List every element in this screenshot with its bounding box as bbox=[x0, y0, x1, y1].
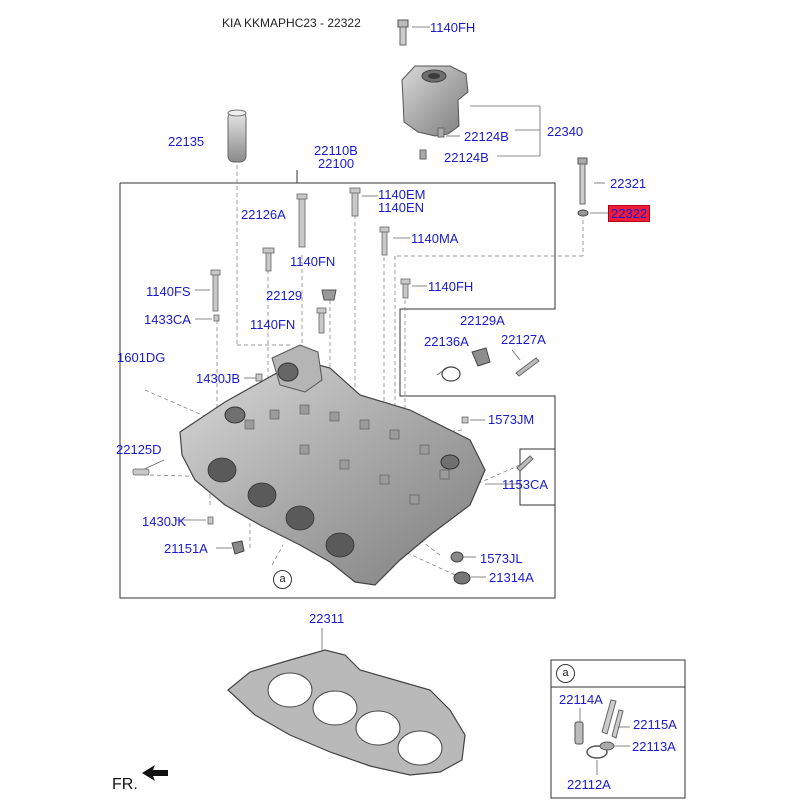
callout-a-inset: a bbox=[556, 664, 575, 683]
label-22124B-1[interactable]: 22124B bbox=[464, 129, 509, 144]
label-22135[interactable]: 22135 bbox=[168, 134, 205, 149]
label-22136A[interactable]: 22136A bbox=[424, 334, 469, 349]
label-22113A[interactable]: 22113A bbox=[632, 739, 676, 754]
label-1433CA[interactable]: 1433CA bbox=[144, 312, 191, 327]
assembly-frame bbox=[119, 170, 556, 599]
label-22110B[interactable]: 22110B bbox=[314, 143, 358, 158]
label-22129A[interactable]: 22129A bbox=[460, 313, 505, 328]
bolts-group bbox=[132, 187, 469, 525]
label-1140FH-top[interactable]: 1140FH bbox=[430, 20, 476, 35]
head-gasket-22311 bbox=[227, 649, 466, 776]
label-1573JL[interactable]: 1573JL bbox=[480, 551, 523, 566]
label-1140MA[interactable]: 1140MA bbox=[411, 231, 459, 246]
label-22125D[interactable]: 22125D bbox=[116, 442, 162, 457]
label-1140FH-mid[interactable]: 1140FH bbox=[428, 279, 474, 294]
label-1153CA[interactable]: 1153CA bbox=[502, 477, 549, 492]
diagram-title: KIA KKMAPHC23 - 22322 bbox=[222, 16, 361, 30]
inset-box bbox=[550, 659, 686, 799]
label-22129[interactable]: 22129 bbox=[266, 288, 303, 303]
label-21151A[interactable]: 21151A bbox=[164, 541, 208, 556]
callout-a-main: a bbox=[273, 570, 292, 589]
label-1430JB[interactable]: 1430JB bbox=[196, 371, 241, 386]
label-1140FS[interactable]: 1140FS bbox=[146, 284, 191, 299]
label-1140EN[interactable]: 1140EN bbox=[378, 200, 425, 215]
small-parts-right bbox=[231, 347, 540, 585]
label-1140FN-2[interactable]: 1140FN bbox=[250, 317, 296, 332]
label-1601DG[interactable]: 1601DG bbox=[117, 350, 166, 365]
leader-lines bbox=[137, 26, 608, 650]
bolt-1140FH-top bbox=[397, 19, 409, 46]
inset-parts bbox=[574, 699, 630, 775]
label-22322-highlighted[interactable]: 22322 bbox=[608, 205, 651, 222]
label-22100[interactable]: 22100 bbox=[318, 156, 355, 171]
label-1430JK[interactable]: 1430JK bbox=[142, 514, 187, 529]
front-direction-label: FR. bbox=[112, 776, 138, 793]
label-22126A[interactable]: 22126A bbox=[241, 207, 286, 222]
label-22112A[interactable]: 22112A bbox=[567, 777, 611, 792]
bolt-22321 bbox=[577, 157, 588, 205]
cap-22129 bbox=[321, 289, 337, 301]
label-22127A[interactable]: 22127A bbox=[501, 332, 546, 347]
front-arrow-icon bbox=[142, 765, 168, 781]
label-1140EM[interactable]: 1140EM bbox=[378, 187, 426, 202]
label-22321[interactable]: 22321 bbox=[610, 176, 647, 191]
label-22340[interactable]: 22340 bbox=[547, 124, 584, 139]
label-22311[interactable]: 22311 bbox=[309, 611, 345, 626]
label-1573JM[interactable]: 1573JM bbox=[488, 412, 535, 427]
label-22124B-2[interactable]: 22124B bbox=[444, 150, 489, 165]
label-1140FN-1[interactable]: 1140FN bbox=[290, 254, 336, 269]
bracket-22340 bbox=[401, 65, 469, 160]
washer-22322 bbox=[577, 209, 589, 217]
label-22115A[interactable]: 22115A bbox=[633, 717, 677, 732]
label-22114A[interactable]: 22114A bbox=[559, 692, 603, 707]
label-21314A[interactable]: 21314A bbox=[489, 570, 534, 585]
cylinder-head bbox=[179, 344, 486, 586]
pin-22135 bbox=[227, 109, 247, 163]
